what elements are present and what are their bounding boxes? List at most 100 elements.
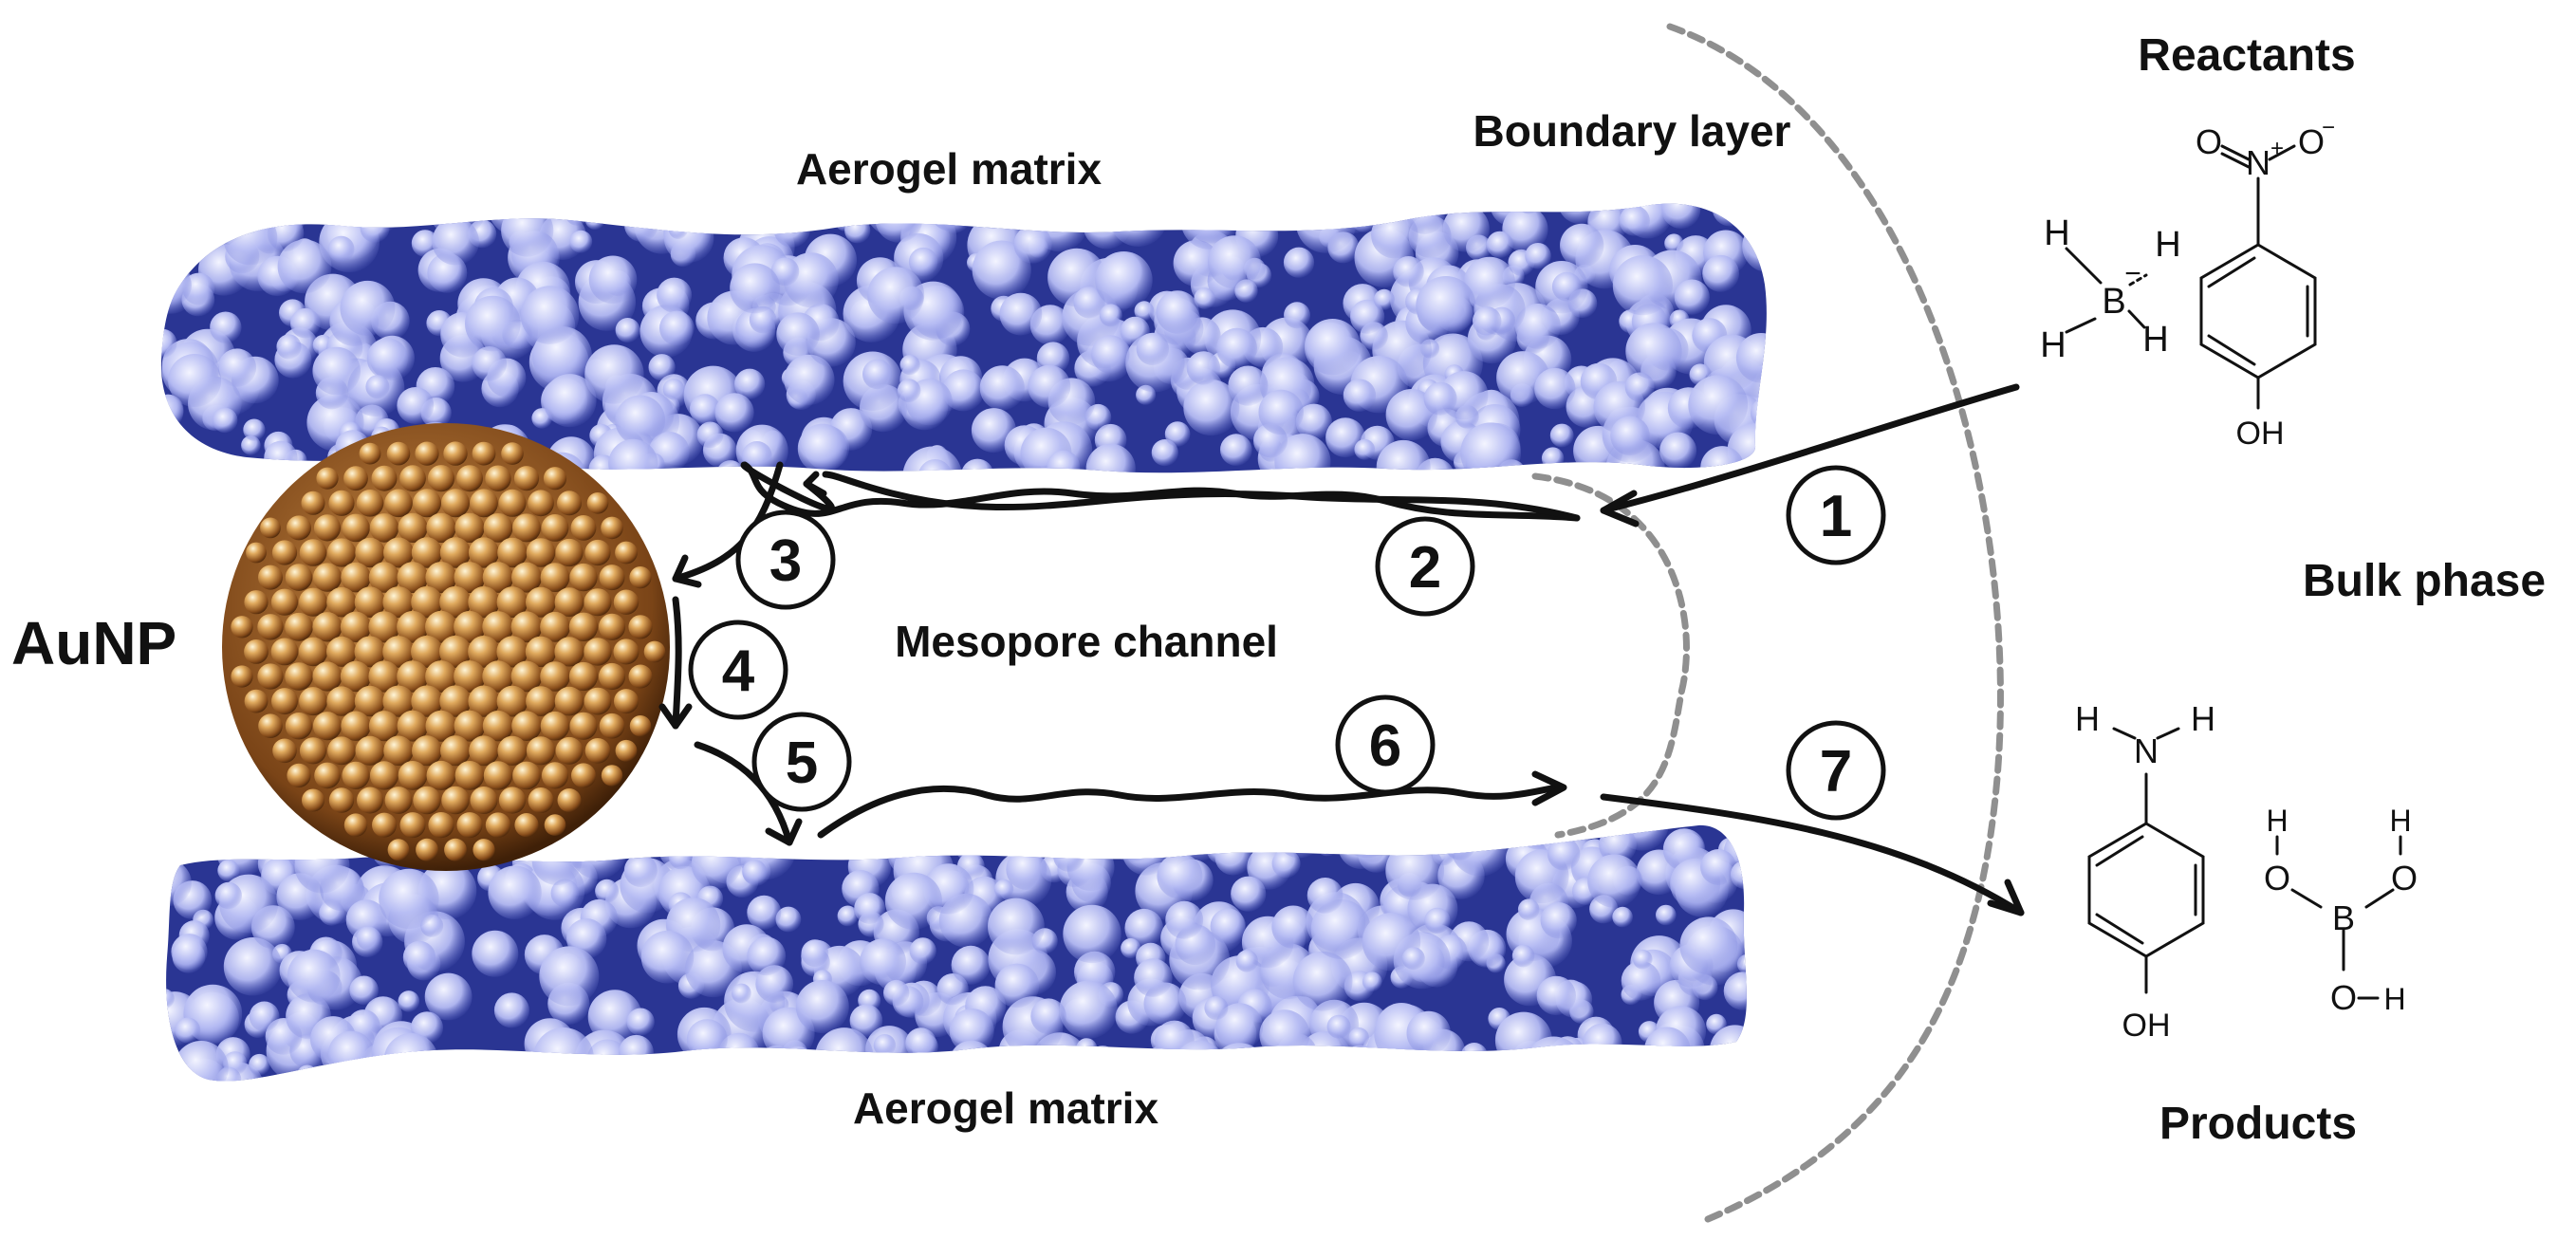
aerogel-particle [615,1064,644,1082]
gold-atom-sphere [643,640,666,663]
gold-atom-sphere [416,838,438,861]
gold-atom-sphere [298,637,328,667]
borohydride-molecule: H B − H H H [2040,213,2180,365]
boric-acid-molecule: B O H O H O H [2264,804,2418,1017]
aerogel-particle [1263,824,1304,845]
gold-atom-sphere [244,590,269,615]
gold-atom-sphere [554,587,584,618]
gold-atom-sphere [313,514,342,542]
aerogel-particle [1283,247,1315,278]
aerogel-particle [432,217,480,266]
gold-atom-sphere [369,761,399,790]
aerogel-particle [1518,203,1540,214]
aerogel-particle [960,458,994,473]
aerogel-particle [447,203,469,223]
aerogel-particle [1376,439,1431,473]
aerogel-particle [1518,1063,1560,1082]
gold-atom-sphere [510,660,543,693]
aerogel-particle [1174,1040,1225,1082]
aerogel-particle [1156,290,1199,334]
gold-atom-sphere [326,586,357,618]
aerogel-particle [1335,203,1382,230]
svg-text:H: H [2266,804,2288,838]
gold-atom-sphere [540,563,570,592]
aerogel-particle [1194,287,1215,309]
gold-atom-sphere [496,685,528,717]
gold-atom-sphere [498,489,527,517]
gold-atom-sphere [354,586,386,618]
aerogel-particle [1059,824,1090,842]
aerogel-particle [465,295,521,352]
aerogel-particle [988,898,1045,955]
aerogel-particle [1502,206,1548,252]
aerogel-particle [473,1067,500,1082]
aerogel-particle [1177,1059,1206,1082]
gold-atom-sphere [356,490,384,517]
gold-atom-sphere [514,813,539,838]
aerogel-particle [1340,824,1395,859]
gold-atom-sphere [528,490,554,517]
aerogel-particle [1173,824,1224,861]
aerogel-particle [327,1030,375,1078]
aerogel-particle [584,210,605,230]
gold-atom-sphere [497,735,528,766]
gold-atom-sphere [328,787,355,813]
aerogel-particle [942,369,985,412]
aerogel-particle [1511,944,1535,968]
aerogel-particle [1702,254,1739,292]
aerogel-particle [243,418,266,441]
aerogel-particle [1472,306,1502,336]
gold-atom-sphere [368,562,400,593]
aerogel-particle [365,375,390,399]
aerogel-particle [1385,203,1410,220]
aerogel-particle [1204,996,1229,1020]
aerogel-particle [1095,251,1153,309]
gold-atom-sphere [629,566,652,589]
aerogel-particle [1658,1051,1705,1082]
aerogel-particle [1549,423,1574,448]
aerogel-particle [160,203,194,258]
aerogel-particle [543,374,597,428]
gold-atom-sphere [383,735,414,767]
gold-atom-sphere [312,563,343,592]
aerogel-particle [1131,827,1154,850]
gold-atom-sphere [584,588,612,617]
gold-atom-sphere [387,839,410,861]
gold-atom-sphere [511,711,542,741]
aerogel-particle [1157,853,1203,899]
aerogel-particle [1063,904,1121,964]
gold-atom-sphere [628,664,653,689]
aerogel-particle [327,235,355,263]
aerogel-particle [1136,332,1170,366]
aerogel-particle [1228,365,1269,406]
aerogel-particle [1460,422,1521,473]
aerogel-particle [972,240,1031,300]
aerogel-particle [547,1060,591,1082]
aerogel-particle [1006,848,1047,890]
aerogel-particle [1534,367,1576,410]
svg-text:O: O [2196,122,2222,161]
gold-atom-sphere [382,636,415,668]
gold-atom-sphere [468,537,500,568]
aerogel-particle [379,868,439,930]
aerogel-particle [1315,832,1340,857]
aerogel-particle [1612,906,1633,928]
aerogel-particle [1406,1069,1433,1082]
aerogel-particle [1437,1072,1468,1082]
gold-atom-sphere [257,663,284,690]
aerogel-particle [1385,841,1445,900]
aerogel-particle [1059,980,1118,1039]
aerogel-particle [240,824,269,836]
aerogel-particle [160,203,177,218]
gold-atom-sphere [354,636,386,668]
gold-atom-sphere [613,589,639,615]
gold-atom-sphere [354,685,386,717]
aerogel-particle [510,1056,560,1082]
aerogel-particle [1460,1043,1489,1070]
gold-atom-sphere [368,611,400,643]
gold-atom-sphere [472,441,496,466]
aerogel-particle [1396,1075,1416,1082]
aerogel-particle [1085,443,1136,473]
gold-atom-sphere [399,812,426,839]
aerogel-particle [166,826,192,860]
